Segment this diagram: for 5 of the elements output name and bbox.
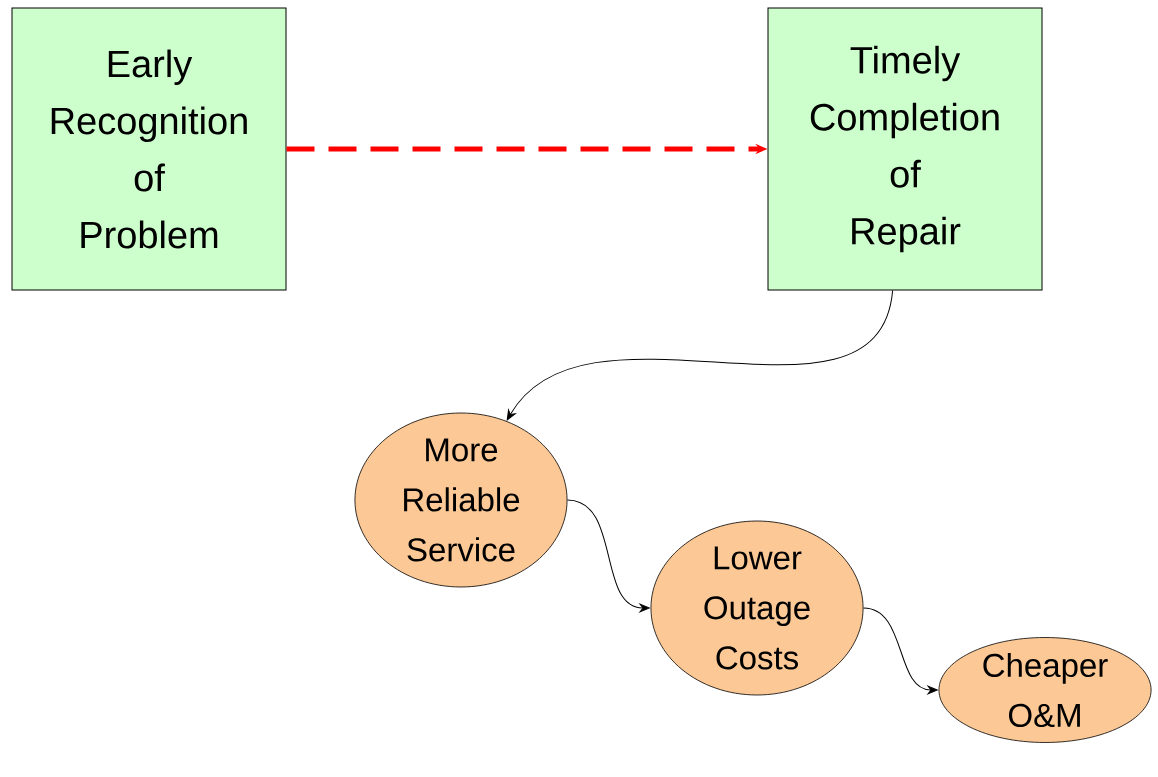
arrow bbox=[506, 290, 894, 421]
arrow bbox=[863, 607, 938, 695]
arrow bbox=[566, 499, 650, 613]
process-box: Early Recognition of Problem bbox=[11, 7, 287, 291]
process-box: Timely Completion of Repair bbox=[767, 7, 1043, 291]
